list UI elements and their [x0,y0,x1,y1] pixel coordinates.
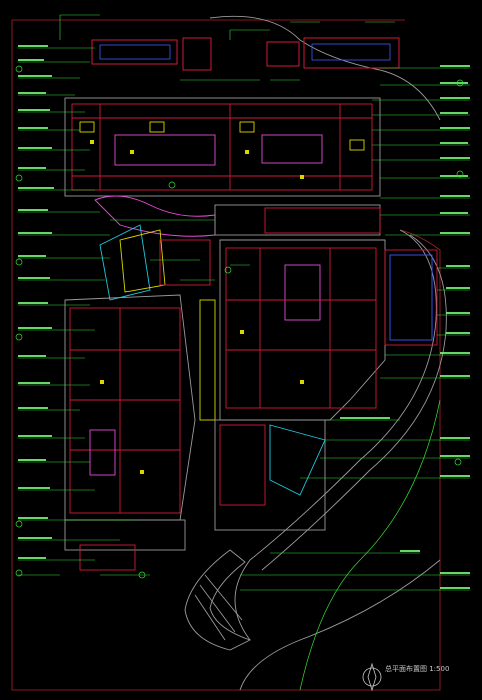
left-label-bars [18,45,54,559]
south-wing [64,419,326,571]
interior-leaders [59,14,395,281]
north-building [64,97,381,197]
callout-markers [15,65,464,579]
left-annotations [18,47,150,576]
west-building [64,294,216,521]
parking-ramp [184,549,252,651]
east-building [219,239,438,421]
drawing-title: 总平面布置图 1:500 [385,665,450,673]
site-edge-green [299,399,441,691]
right-annotations [240,67,470,591]
furniture-details [90,140,304,474]
right-label-bars [340,65,470,589]
site-boundary [11,19,441,691]
perimeter-roads [209,15,447,691]
top-pavilions [91,37,400,71]
north-arrow-icon [362,662,382,692]
